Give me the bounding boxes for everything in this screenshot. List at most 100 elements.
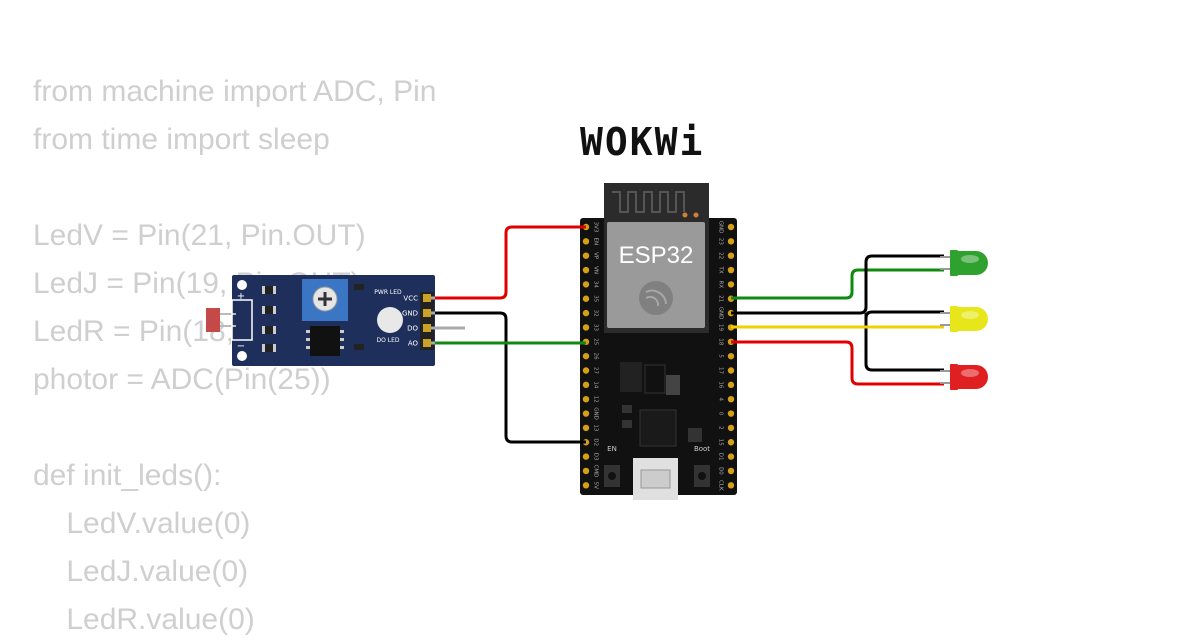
esp32-pin-clk[interactable] [727,482,735,489]
status-led [377,307,403,333]
esp32-pin-2[interactable] [727,424,735,432]
esp32-pin-15[interactable] [727,439,735,446]
code-line: LedJ.value(0) [33,555,249,588]
esp32-pin-0[interactable] [727,410,735,417]
minus-label: − [237,341,245,352]
esp32-pin-label: 17 [718,367,724,374]
sensor-pin-label: VCC [403,295,418,303]
led-yellow[interactable] [940,306,988,332]
esp32-pin-4[interactable] [727,396,735,403]
esp32-pin-d1[interactable] [727,453,735,460]
sensor-pin-do[interactable] [423,324,431,332]
wire-gnd-leds[interactable] [731,254,944,315]
pwr-led-label: PWR LED [374,289,402,296]
esp32-pin-label: 32 [593,310,599,317]
sensor-pin-label: AO [408,340,419,348]
comparator-chip [310,326,340,356]
esp32-pin-rx[interactable] [727,281,735,288]
sensor-pin-label: GND [402,310,418,318]
esp32-pin-label: 2 [718,426,724,430]
esp32-pin-tx[interactable] [727,266,735,274]
esp32-pin-27[interactable] [582,367,590,374]
esp32-pin-label: CMD [593,465,599,478]
esp32-pin-label: 35 [593,295,599,302]
esp32-pin-label: GND [593,407,599,420]
esp32-pin-vn[interactable] [582,266,590,274]
sensor-pin-gnd[interactable] [423,309,431,317]
esp32-label: ESP32 [619,242,694,269]
plus-label: + [237,291,245,302]
esp32-pin-vp[interactable] [582,252,590,259]
esp32-pin-label: D1 [718,453,724,461]
esp32-pin-label: 25 [593,338,599,345]
mount-hole [237,351,247,361]
led-red[interactable] [940,364,988,390]
code-line: photor = ADC(Pin(25)) [33,363,331,396]
esp32-pin-32[interactable] [582,309,590,317]
esp32-pin-label: 5 [718,354,724,358]
code-line: LedV = Pin(21, Pin.OUT) [33,219,366,252]
esp32-pin-label: 13 [593,424,599,431]
esp32-pin-14[interactable] [582,381,590,389]
wire-gnd-gnd[interactable] [435,311,586,444]
espressif-logo-icon [639,281,673,315]
esp32-pin-en[interactable] [582,238,590,245]
esp32-pin-13[interactable] [582,424,590,432]
esp32-pin-label: 15 [718,439,724,446]
esp32-board[interactable]: ESP32 EN Boot 3V3ENVPVN34353233252627141… [580,183,737,500]
code-line: from time import sleep [33,123,330,156]
led-green[interactable] [940,250,988,276]
esp32-pin-label: RX [718,281,724,289]
code-line: def init_leds(): [33,459,222,492]
esp32-pin-label: 21 [718,295,724,302]
esp32-pin-34[interactable] [582,281,590,288]
esp32-pin-label: 4 [718,397,724,401]
sensor-pin-label: DO [407,325,418,333]
esp32-pin-5v[interactable] [582,482,590,489]
esp32-pin-label: 23 [718,238,724,245]
esp32-pin-22[interactable] [727,252,735,259]
esp32-pin-label: 3V3 [593,222,599,233]
esp32-pin-gnd[interactable] [582,410,590,417]
esp32-pin-label: EN [593,238,599,246]
en-label: EN [607,445,617,453]
esp32-pin-33[interactable] [582,324,590,331]
wire-18-red-led[interactable] [731,340,944,386]
esp32-pin-16[interactable] [727,381,735,389]
esp32-pin-gnd[interactable] [727,223,735,231]
usb-uart-chip [639,409,677,447]
esp32-pin-label: 22 [718,252,724,259]
wire-vcc-3v3[interactable] [435,225,586,300]
esp32-pin-cmd[interactable] [582,467,590,475]
sensor-pin-vcc[interactable] [423,294,431,302]
esp32-pin-d0[interactable] [727,467,735,475]
esp32-pin-label: 27 [593,367,599,374]
esp32-pin-label: TX [718,265,724,273]
esp32-pin-label: 14 [593,381,599,388]
esp32-pin-26[interactable] [582,352,590,360]
sensor-pin-header [420,292,434,350]
wire-21-green-led[interactable] [731,268,944,300]
sensor-pin-ao[interactable] [423,339,431,347]
esp32-pin-label: 18 [718,338,724,345]
esp32-pin-d3[interactable] [582,453,590,460]
esp32-pin-label: D2 [593,438,599,446]
esp32-pin-label: 19 [718,324,724,331]
esp32-pin-17[interactable] [727,367,735,374]
esp32-pin-label: 26 [593,353,599,360]
esp32-pin-12[interactable] [582,396,590,403]
esp32-pin-5[interactable] [727,352,735,360]
esp32-pin-label: 34 [593,281,599,288]
antenna-icon [612,191,685,213]
esp32-pin-label: CLK [718,480,724,491]
esp32-pin-label: 33 [593,324,599,331]
esp32-pin-23[interactable] [727,238,735,245]
esp32-pin-label: 5V [593,482,599,489]
esp32-pin-label: VN [593,266,599,274]
esp32-pin-label: 12 [593,396,599,403]
esp32-pin-label: D0 [718,467,724,475]
esp32-pin-label: VP [593,252,599,260]
esp32-pin-35[interactable] [582,295,590,302]
